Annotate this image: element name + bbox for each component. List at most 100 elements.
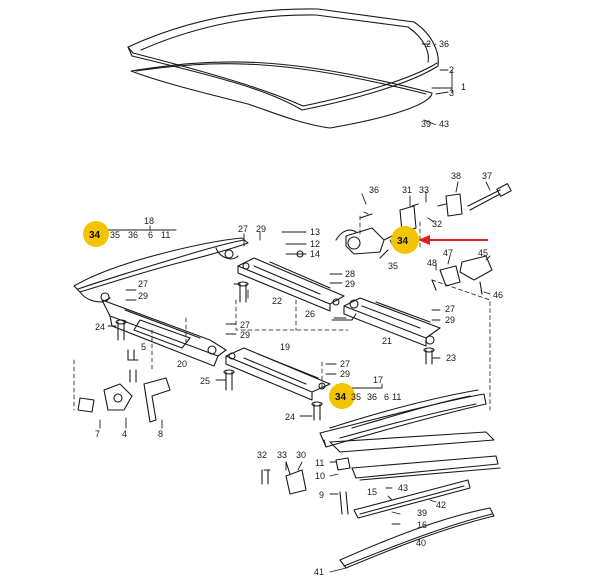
bracket-45 <box>459 255 493 281</box>
label-7: 7 <box>95 429 100 439</box>
label-27e: 27 <box>340 359 350 369</box>
side-rail-20 <box>101 299 227 357</box>
roof-panel-inner <box>140 14 429 63</box>
label-19: 19 <box>280 342 290 352</box>
label-14: 14 <box>310 249 320 259</box>
label-4: 4 <box>122 429 127 439</box>
latch-body <box>345 227 385 255</box>
seal-strip <box>353 479 471 519</box>
label-1: 1 <box>461 82 466 92</box>
roof-lining-sheet <box>130 61 433 129</box>
front-frame-18 <box>73 237 249 293</box>
red-pointer-arrow <box>418 235 488 245</box>
cross-member-22 <box>237 257 345 305</box>
label-33b: 33 <box>277 450 287 460</box>
label-29b: 29 <box>345 279 355 289</box>
label-18: 18 <box>144 216 154 226</box>
fastener-11 <box>335 457 351 471</box>
hinge-arm-8 <box>143 377 171 423</box>
label-21: 21 <box>382 336 392 346</box>
part-number-labels: 34 34 34 2 - 36 2 1 3 39 - 43 18 35 36 6… <box>89 39 503 577</box>
label-35b: 35 <box>388 261 398 271</box>
label-27a: 27 <box>238 224 248 234</box>
label-24a: 24 <box>95 322 105 332</box>
highlight-callouts <box>83 221 419 409</box>
trim-strip-upper <box>329 431 495 453</box>
label-42: 42 <box>436 500 446 510</box>
label-24b: 24 <box>285 412 295 422</box>
label-37: 37 <box>482 171 492 181</box>
label-41: 41 <box>314 567 324 577</box>
label-36a: 36 <box>128 230 138 240</box>
label-45: 45 <box>478 248 488 258</box>
label-27c: 27 <box>445 304 455 314</box>
callout-34-rear-panel <box>329 383 355 409</box>
label-35c: 35 <box>351 392 361 402</box>
label-40: 40 <box>416 538 426 548</box>
label-35a: 35 <box>110 230 120 240</box>
label-39: 39 <box>417 508 427 518</box>
label-6b: 6 <box>384 392 389 402</box>
label-38: 38 <box>451 171 461 181</box>
callout-34-latch-label: 34 <box>397 236 409 247</box>
bolt-37 <box>467 189 501 211</box>
label-6a: 6 <box>148 230 153 240</box>
label-46: 46 <box>493 290 503 300</box>
callout-34-latch <box>391 226 419 254</box>
label-13: 13 <box>310 227 320 237</box>
rear-panel-17 <box>319 393 487 448</box>
label-26: 26 <box>305 309 315 319</box>
callout-34-front-frame <box>83 221 109 247</box>
label-43: 43 <box>398 483 408 493</box>
label-31: 31 <box>402 185 412 195</box>
label-2-36: 2 - 36 <box>426 39 449 49</box>
label-9: 9 <box>319 490 324 500</box>
label-29f: 29 <box>340 369 350 379</box>
label-30: 30 <box>296 450 306 460</box>
label-16: 16 <box>417 520 427 530</box>
pin-23b <box>425 349 433 365</box>
diagram-linework <box>73 8 512 573</box>
label-17: 17 <box>373 375 383 385</box>
bracket-30 <box>285 469 307 495</box>
label-29a: 29 <box>256 224 266 234</box>
label-12: 12 <box>310 239 320 249</box>
label-29d: 29 <box>445 315 455 325</box>
pin-24a <box>117 321 125 341</box>
cross-member-19 <box>225 347 331 393</box>
label-10: 10 <box>315 471 325 481</box>
label-36b: 36 <box>369 185 379 195</box>
label-48: 48 <box>427 258 437 268</box>
label-25: 25 <box>200 376 210 386</box>
label-15: 15 <box>367 487 377 497</box>
cross-member-21 <box>343 297 441 339</box>
label-8: 8 <box>158 429 163 439</box>
clip-7 <box>77 397 95 413</box>
label-11c: 11 <box>315 458 324 468</box>
label-20: 20 <box>177 359 187 369</box>
bracket-47 <box>439 265 461 287</box>
label-33a: 33 <box>419 185 429 195</box>
label-23: 23 <box>446 353 456 363</box>
callout-34-front-frame-label: 34 <box>89 230 101 241</box>
label-5: 5 <box>141 342 146 352</box>
label-29e: 29 <box>240 330 250 340</box>
pin-23a <box>239 283 247 303</box>
roof-panel-edge <box>127 46 438 107</box>
label-28: 28 <box>345 269 355 279</box>
label-47: 47 <box>443 248 453 258</box>
trim-strip-42 <box>351 455 499 479</box>
pin-24b <box>313 403 321 421</box>
label-3: 3 <box>449 88 454 98</box>
pin-26 <box>331 313 357 321</box>
label-36c: 36 <box>367 392 377 402</box>
plate-38 <box>445 193 463 217</box>
hinge-4 <box>103 383 133 411</box>
label-27d: 27 <box>240 320 250 330</box>
label-39-43: 39 - 43 <box>421 119 449 129</box>
bracket-31 <box>399 205 417 233</box>
pin-25 <box>225 371 233 391</box>
label-32b: 32 <box>257 450 267 460</box>
callout-34-rear-panel-label: 34 <box>335 392 347 403</box>
